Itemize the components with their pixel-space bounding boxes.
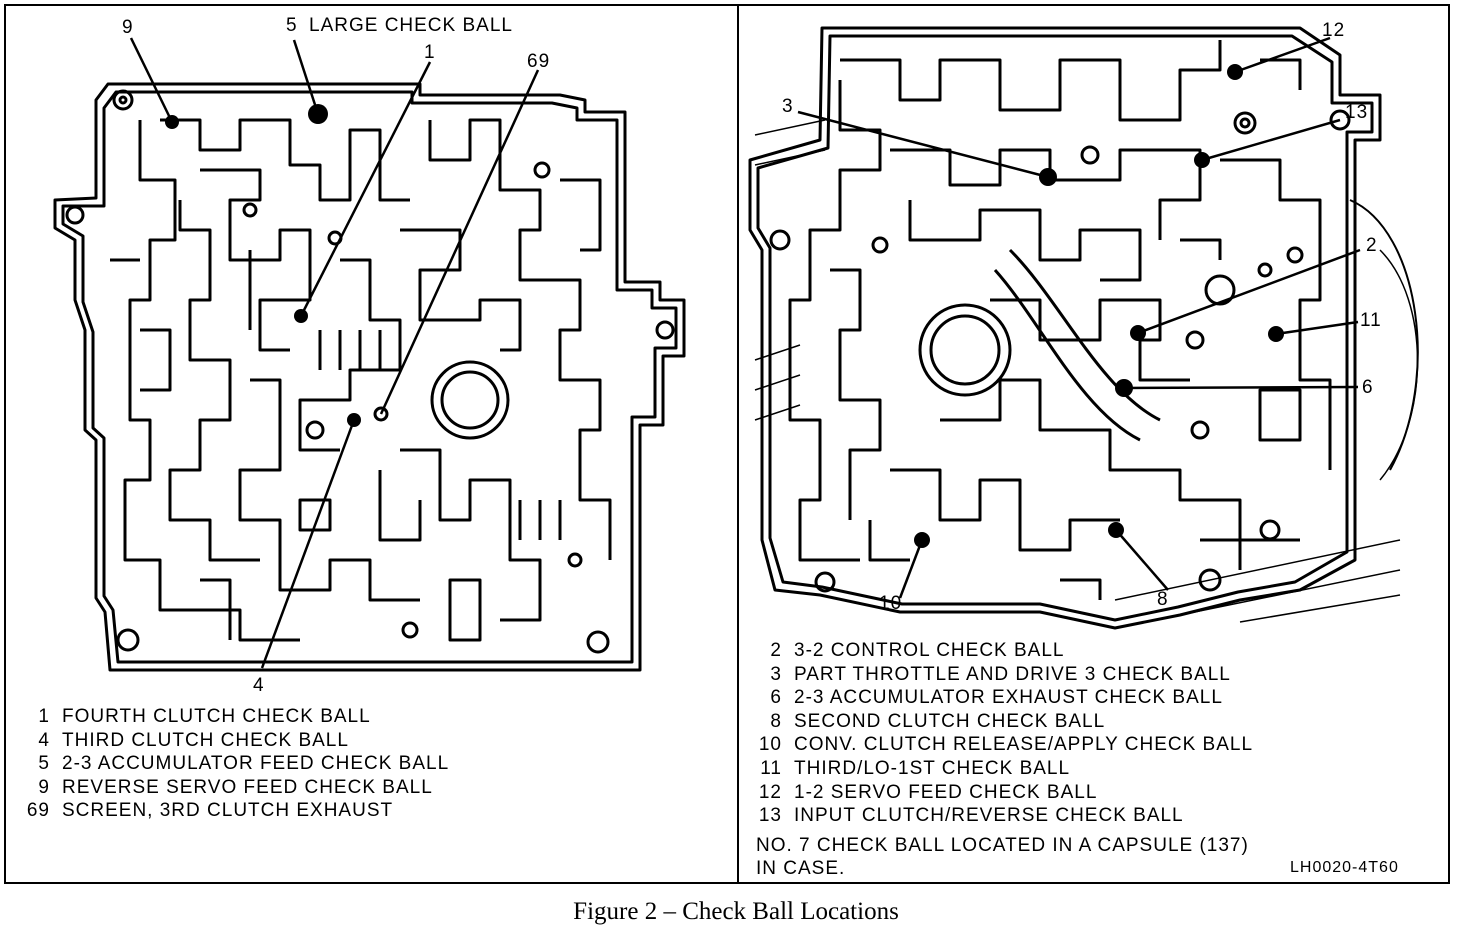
legend-row: 10 CONV. CLUTCH RELEASE/APPLY CHECK BALL: [752, 733, 1253, 757]
legend-row: 69 SCREEN, 3RD CLUTCH EXHAUST: [20, 799, 449, 823]
capsule-note: NO. 7 CHECK BALL LOCATED IN A CAPSULE (1…: [756, 834, 1249, 880]
legend-number: 2: [770, 640, 782, 661]
legend-row: 13 INPUT CLUTCH/REVERSE CHECK BALL: [752, 804, 1253, 828]
legend-row: 12 1-2 SERVO FEED CHECK BALL: [752, 781, 1253, 805]
legend-text: 3-2 CONTROL CHECK BALL: [794, 640, 1065, 661]
legend-text: THIRD CLUTCH CHECK BALL: [62, 729, 349, 751]
right-valve-body-drawing: [748, 26, 1419, 630]
legend-number: 1: [38, 706, 50, 727]
legend-text: REVERSE SERVO FEED CHECK BALL: [62, 776, 433, 798]
legend-row: 6 2-3 ACCUMULATOR EXHAUST CHECK BALL: [752, 686, 1253, 710]
callout-8: 8: [1157, 589, 1169, 610]
callout-10: 10: [879, 593, 903, 614]
legend-row: 4 THIRD CLUTCH CHECK BALL: [20, 729, 449, 753]
callout-13: 13: [1345, 102, 1369, 123]
legend-text: 2-3 ACCUMULATOR FEED CHECK BALL: [62, 753, 450, 775]
legend-number: 10: [758, 734, 782, 756]
legend-text: SCREEN, 3RD CLUTCH EXHAUST: [62, 800, 394, 822]
panel-divider: [737, 6, 739, 882]
legend-row: 9 REVERSE SERVO FEED CHECK BALL: [20, 776, 449, 800]
legend-number: 9: [38, 776, 50, 798]
legend-text: CONV. CLUTCH RELEASE/APPLY CHECK BALL: [794, 734, 1254, 756]
legend-text: SECOND CLUTCH CHECK BALL: [794, 710, 1106, 732]
callout-9: 9: [122, 17, 134, 38]
callout-5: 5: [286, 15, 298, 36]
legend-row: 8 SECOND CLUTCH CHECK BALL: [752, 710, 1253, 734]
callout-2: 2: [1366, 235, 1378, 256]
legend-row: 3 PART THROTTLE AND DRIVE 3 CHECK BALL: [752, 663, 1253, 687]
legend-text: 1-2 SERVO FEED CHECK BALL: [794, 781, 1098, 803]
figure-caption: Figure 2 – Check Ball Locations: [573, 898, 899, 925]
legend-number: 12: [758, 781, 782, 803]
right-legend: 2 3-2 CONTROL CHECK BALL 3 PART THROTTLE A…: [752, 639, 1253, 828]
callout-12: 12: [1322, 20, 1346, 41]
legend-text: PART THROTTLE AND DRIVE 3 CHECK BALL: [794, 663, 1231, 685]
callout-6: 6: [1362, 377, 1374, 398]
callout-11: 11: [1360, 310, 1382, 331]
legend-row: 5 2-3 ACCUMULATOR FEED CHECK BALL: [20, 752, 449, 776]
callout-69: 69: [527, 51, 551, 72]
legend-number: 8: [770, 710, 782, 732]
legend-row: 1 FOURTH CLUTCH CHECK BALL: [20, 705, 449, 729]
note-line-1: NO. 7 CHECK BALL LOCATED IN A CAPSULE (1…: [756, 835, 1249, 856]
legend-text: 2-3 ACCUMULATOR EXHAUST CHECK BALL: [794, 687, 1223, 709]
note-line-2: IN CASE.: [756, 858, 846, 879]
drawing-code: LH0020-4T60: [1290, 859, 1399, 876]
callout-5-text: LARGE CHECK BALL: [309, 15, 513, 36]
left-valve-body-drawing: [53, 37, 686, 672]
legend-text: FOURTH CLUTCH CHECK BALL: [62, 706, 371, 727]
legend-text: INPUT CLUTCH/REVERSE CHECK BALL: [794, 805, 1184, 827]
legend-number: 13: [758, 805, 782, 827]
legend-number: 3: [770, 663, 782, 685]
legend-number: 69: [26, 800, 50, 822]
legend-number: 5: [38, 753, 50, 775]
callout-4: 4: [253, 675, 265, 696]
callout-1: 1: [424, 42, 436, 63]
legend-number: 6: [770, 687, 782, 709]
figure-frame: [4, 4, 1450, 884]
legend-number: 4: [38, 729, 50, 751]
legend-text: THIRD/LO-1ST CHECK BALL: [794, 757, 1071, 779]
legend-row: 11 THIRD/LO-1ST CHECK BALL: [752, 757, 1253, 781]
left-legend: 1 FOURTH CLUTCH CHECK BALL 4 THIRD CLUTCH …: [20, 705, 449, 823]
legend-row: 2 3-2 CONTROL CHECK BALL: [752, 639, 1253, 663]
callout-3: 3: [782, 96, 794, 117]
legend-number: 11: [760, 757, 782, 779]
